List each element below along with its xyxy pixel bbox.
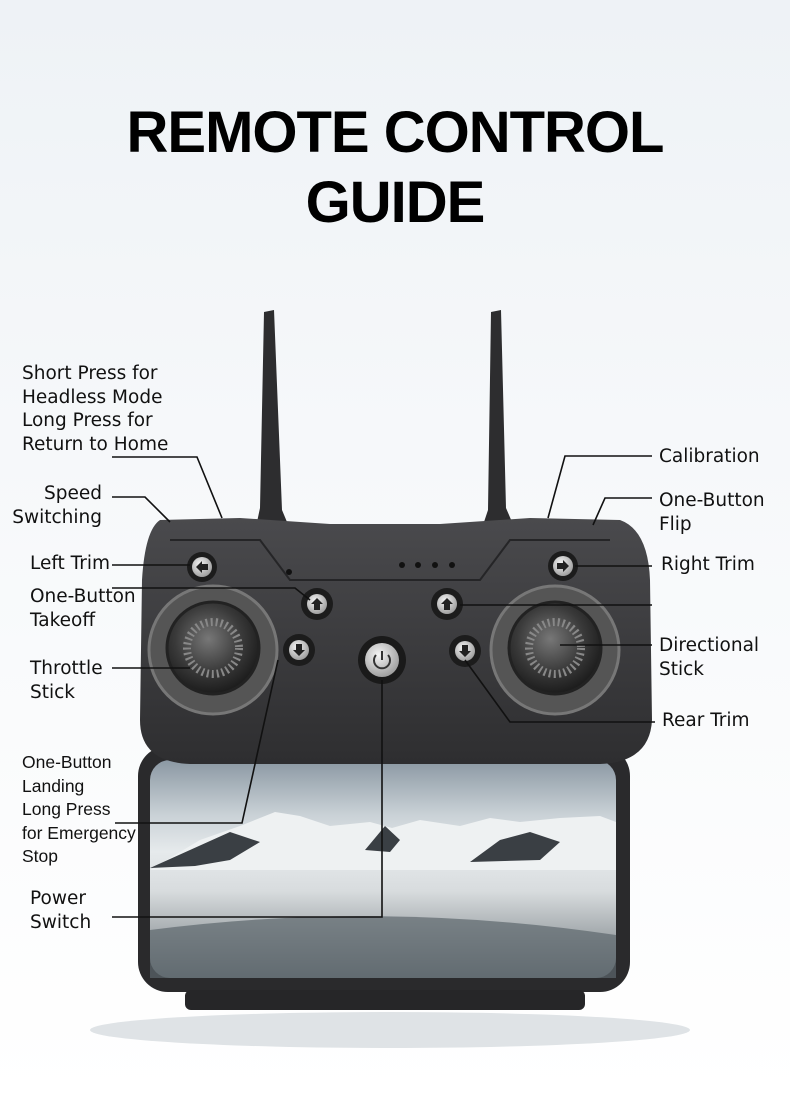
- left-antenna: [257, 310, 287, 522]
- label-right-trim: Right Trim: [661, 553, 755, 577]
- label-line: Left Trim: [30, 553, 111, 574]
- landing-button[interactable]: [283, 634, 315, 666]
- directional-stick[interactable]: [489, 584, 621, 716]
- label-line: Stick: [30, 681, 76, 703]
- label-takeoff: One-Button Takeoff: [30, 585, 136, 632]
- throttle-stick[interactable]: [147, 584, 279, 716]
- label-line: Long Press: [22, 799, 111, 819]
- label-line: One-Button: [659, 490, 765, 511]
- holder-clamp: [185, 990, 585, 1010]
- label-line: Takeoff: [30, 609, 96, 631]
- label-line: Power: [30, 888, 86, 909]
- label-line: Stop: [22, 846, 58, 866]
- shadow: [90, 1012, 690, 1048]
- label-line: Calibration: [659, 446, 760, 467]
- arrow-up-icon: [441, 598, 453, 610]
- label-throttle-stick: Throttle Stick: [30, 657, 103, 704]
- power-button[interactable]: [358, 636, 406, 684]
- label-line: for Emergency: [22, 822, 136, 843]
- label-headless-mode: Short Press for Headless Mode Long Press…: [22, 362, 168, 456]
- label-speed-switching: Speed Switching: [12, 482, 102, 529]
- arrow-left-icon: [196, 561, 208, 573]
- label-line: Speed: [44, 483, 102, 504]
- label-line: One-Button: [22, 752, 112, 772]
- label-line: Landing: [22, 775, 85, 796]
- right-trim-button[interactable]: [548, 551, 578, 581]
- takeoff-button[interactable]: [301, 588, 333, 620]
- label-line: Return to Home: [22, 433, 169, 455]
- arrow-right-icon: [557, 560, 569, 572]
- label-power-switch: Power Switch: [30, 887, 91, 934]
- label-line: Flip: [659, 513, 692, 535]
- indicator-dot: [286, 569, 292, 575]
- arrow-up-icon: [311, 598, 323, 610]
- label-line: Throttle: [30, 658, 103, 679]
- label-line: Right Trim: [661, 554, 755, 575]
- power-icon: [373, 654, 391, 670]
- label-line: Switching: [12, 506, 102, 528]
- label-landing: One-Button Landing Long Press for Emerge…: [22, 751, 136, 869]
- front-trim-button[interactable]: [431, 588, 463, 620]
- label-line: Switch: [30, 911, 92, 933]
- label-line: Headless Mode: [22, 386, 163, 408]
- left-trim-button[interactable]: [187, 552, 217, 582]
- label-left-trim: Left Trim: [30, 552, 110, 576]
- label-line: Stick: [659, 658, 705, 680]
- body-groove: [170, 539, 610, 581]
- indicator-lights: [399, 562, 455, 568]
- ground: [150, 916, 616, 978]
- label-line: One-Button: [30, 586, 136, 607]
- label-line: Long Press for: [22, 410, 153, 431]
- label-line: Directional: [659, 635, 760, 656]
- label-rear-trim: Rear Trim: [662, 709, 750, 733]
- label-line: Short Press for: [22, 363, 158, 384]
- rear-trim-button[interactable]: [449, 635, 481, 667]
- page-title-line2: GUIDE: [305, 170, 486, 235]
- label-directional-stick: Directional Stick: [659, 634, 759, 681]
- label-calibration: Calibration: [659, 445, 760, 469]
- arrow-down-icon: [293, 644, 305, 656]
- label-flip: One-Button Flip: [659, 489, 765, 536]
- arrow-down-icon: [459, 645, 471, 657]
- page-title-line1: REMOTE CONTROL: [126, 100, 665, 165]
- label-line: Rear Trim: [662, 710, 750, 731]
- right-antenna: [484, 310, 512, 522]
